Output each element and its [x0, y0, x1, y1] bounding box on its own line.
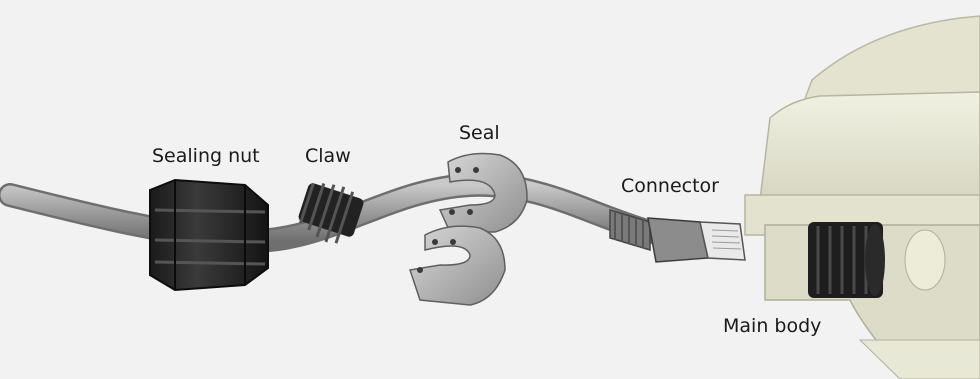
seal-label: Seal	[459, 122, 500, 144]
claw	[298, 182, 364, 244]
connector-label: Connector	[621, 175, 719, 197]
main-body-label: Main body	[723, 315, 822, 337]
threaded-port	[808, 222, 885, 298]
rj45-connector	[609, 208, 746, 263]
claw-label: Claw	[305, 145, 351, 167]
sealing-nut	[149, 178, 269, 292]
seal-upper-half	[438, 152, 528, 233]
seal-lower-half	[409, 225, 506, 306]
sealing-nut-label: Sealing nut	[152, 145, 260, 167]
